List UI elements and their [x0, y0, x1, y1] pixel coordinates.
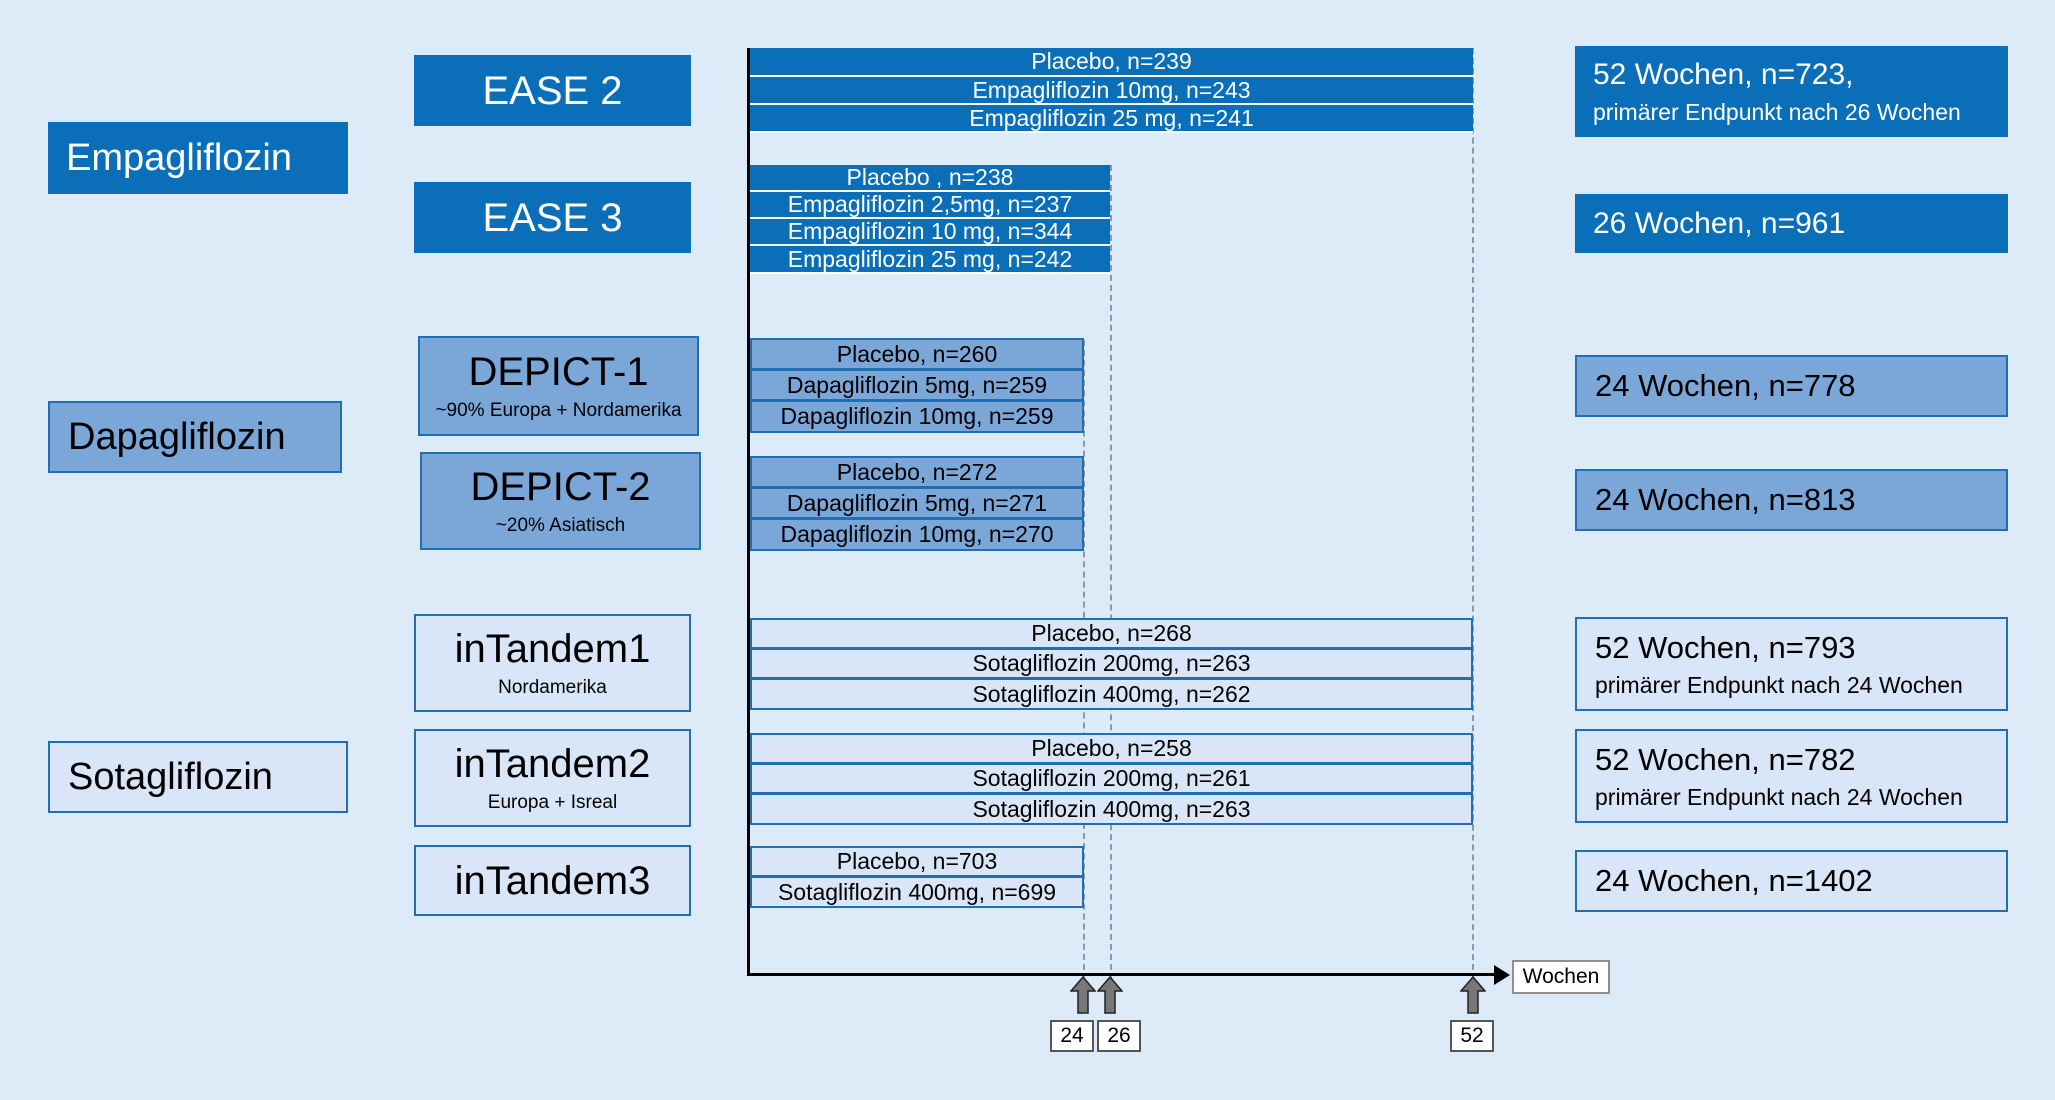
arm-label: Placebo, n=703 [836, 848, 998, 874]
week-26-guide-line [1110, 165, 1112, 980]
arm-label: Placebo, n=268 [1031, 620, 1192, 646]
trial-population: ~20% Asiatisch [495, 515, 626, 536]
study-arm: Placebo, n=239 [750, 48, 1473, 77]
y-axis-line [747, 48, 750, 976]
result-ease3: 26 Wochen, n=961 [1575, 194, 2008, 253]
result-intandem1: 52 Wochen, n=793 primärer Endpunkt nach … [1575, 617, 2008, 711]
arm-label: Empagliflozin 25 mg, n=241 [969, 105, 1254, 131]
result-duration: 24 Wochen, n=778 [1595, 368, 1856, 404]
study-arm: Placebo , n=238 [750, 165, 1110, 192]
result-duration: 26 Wochen, n=961 [1593, 206, 1846, 240]
study-arm: Sotagliflozin 400mg, n=699 [750, 876, 1084, 908]
arm-label: Empagliflozin 25 mg, n=242 [787, 246, 1073, 272]
drug-label-empagliflozin: Empagliflozin [48, 122, 348, 194]
trial-name: inTandem2 [454, 742, 651, 786]
arm-label: Sotagliflozin 400mg, n=262 [972, 680, 1251, 707]
arm-label: Placebo, n=260 [836, 340, 998, 367]
study-arm: Placebo, n=260 [750, 338, 1084, 370]
tick-label-52: 52 [1450, 1020, 1494, 1052]
study-arm: Sotagliflozin 200mg, n=261 [750, 763, 1473, 794]
study-arm: Sotagliflozin 400mg, n=263 [750, 793, 1473, 825]
study-arm: Dapagliflozin 5mg, n=259 [750, 369, 1084, 401]
week-24-up-arrow-icon [1070, 976, 1096, 1014]
drug-name: Sotagliflozin [68, 755, 273, 798]
week-52-guide-line [1472, 48, 1474, 980]
trial-population: Nordamerika [498, 677, 607, 698]
drug-name: Empagliflozin [66, 136, 292, 179]
arm-label: Empagliflozin 10 mg, n=344 [787, 219, 1073, 244]
drug-label-dapagliflozin: Dapagliflozin [48, 401, 342, 473]
trial-name: inTandem1 [454, 627, 651, 671]
arm-label: Sotagliflozin 200mg, n=261 [972, 765, 1251, 791]
time-axis-label: Wochen [1512, 960, 1610, 994]
result-duration: 52 Wochen, n=782 [1595, 741, 1856, 777]
time-axis-line [747, 973, 1495, 976]
trial-name: DEPICT-1 [468, 350, 649, 394]
tick-text: 26 [1107, 1024, 1131, 1047]
result-endpoint: primärer Endpunkt nach 24 Wochen [1595, 784, 1963, 811]
trial-intandem2: inTandem2 Europa + Isreal [414, 729, 691, 827]
time-axis-arrowhead [1494, 965, 1510, 985]
arm-label: Sotagliflozin 400mg, n=263 [972, 795, 1251, 822]
tick-text: 24 [1060, 1024, 1084, 1047]
result-intandem2: 52 Wochen, n=782 primärer Endpunkt nach … [1575, 729, 2008, 823]
drug-name: Dapagliflozin [68, 415, 286, 458]
result-depict2: 24 Wochen, n=813 [1575, 469, 2008, 531]
study-arm: Placebo, n=268 [750, 618, 1473, 649]
arm-label: Sotagliflozin 200mg, n=263 [972, 650, 1251, 676]
trial-name: DEPICT-2 [470, 465, 651, 509]
trial-ease2: EASE 2 [414, 55, 691, 126]
study-arm: Empagliflozin 25 mg, n=242 [750, 246, 1110, 274]
study-arm: Dapagliflozin 5mg, n=271 [750, 487, 1084, 519]
week-52-up-arrow-icon [1460, 976, 1486, 1014]
study-arm: Placebo, n=272 [750, 456, 1084, 488]
study-arm: Empagliflozin 25 mg, n=241 [750, 105, 1473, 133]
arm-label: Placebo, n=272 [836, 458, 998, 485]
study-arm: Dapagliflozin 10mg, n=270 [750, 518, 1084, 551]
arm-label: Dapagliflozin 5mg, n=259 [786, 371, 1048, 398]
trial-population: Europa + Isreal [487, 792, 618, 813]
study-arm: Sotagliflozin 400mg, n=262 [750, 678, 1473, 710]
trial-name: EASE 2 [482, 68, 623, 113]
tick-label-26: 26 [1097, 1020, 1141, 1052]
week-26-up-arrow-icon [1097, 976, 1123, 1014]
arm-label: Placebo, n=258 [1031, 735, 1192, 761]
trial-name: inTandem3 [454, 858, 651, 903]
arm-label: Empagliflozin 2,5mg, n=237 [787, 192, 1073, 217]
result-intandem3: 24 Wochen, n=1402 [1575, 850, 2008, 912]
result-endpoint: primärer Endpunkt nach 24 Wochen [1595, 672, 1963, 699]
study-arm: Empagliflozin 10mg, n=243 [750, 77, 1473, 105]
arm-label: Placebo, n=239 [1031, 48, 1192, 74]
result-duration: 52 Wochen, n=723, [1593, 58, 1854, 91]
study-arm: Sotagliflozin 200mg, n=263 [750, 648, 1473, 679]
trial-depict2: DEPICT-2 ~20% Asiatisch [420, 452, 701, 550]
trial-name: EASE 3 [482, 195, 623, 240]
study-arm: Empagliflozin 2,5mg, n=237 [750, 192, 1110, 219]
arm-label: Placebo , n=238 [846, 165, 1014, 190]
arm-label: Dapagliflozin 10mg, n=270 [780, 521, 1054, 547]
study-arm: Dapagliflozin 10mg, n=259 [750, 400, 1084, 433]
study-arm: Empagliflozin 10 mg, n=344 [750, 219, 1110, 246]
arm-label: Empagliflozin 10mg, n=243 [972, 77, 1251, 103]
result-ease2: 52 Wochen, n=723, primärer Endpunkt nach… [1575, 46, 2008, 137]
trial-intandem1: inTandem1 Nordamerika [414, 614, 691, 712]
result-endpoint: primärer Endpunkt nach 26 Wochen [1593, 99, 1961, 125]
result-duration: 24 Wochen, n=813 [1595, 482, 1856, 518]
tick-label-24: 24 [1050, 1020, 1094, 1052]
study-arm: Placebo, n=258 [750, 733, 1473, 764]
result-duration: 24 Wochen, n=1402 [1595, 863, 1873, 899]
trial-intandem3: inTandem3 [414, 845, 691, 916]
arm-label: Dapagliflozin 10mg, n=259 [780, 403, 1054, 429]
trial-population: ~90% Europa + Nordamerika [435, 400, 682, 421]
trial-depict1: DEPICT-1 ~90% Europa + Nordamerika [418, 336, 699, 436]
arm-label: Sotagliflozin 400mg, n=699 [777, 878, 1057, 905]
arm-label: Dapagliflozin 5mg, n=271 [786, 489, 1048, 516]
tick-text: 52 [1460, 1024, 1484, 1047]
study-arm: Placebo, n=703 [750, 846, 1084, 877]
trial-ease3: EASE 3 [414, 182, 691, 253]
result-duration: 52 Wochen, n=793 [1595, 629, 1856, 665]
drug-label-sotagliflozin: Sotagliflozin [48, 741, 348, 813]
axis-label-text: Wochen [1522, 965, 1600, 988]
result-depict1: 24 Wochen, n=778 [1575, 355, 2008, 417]
